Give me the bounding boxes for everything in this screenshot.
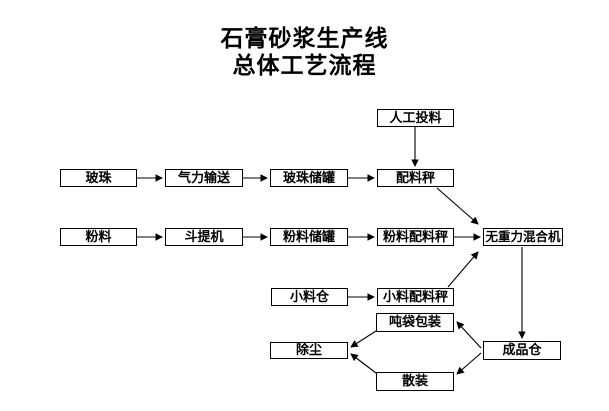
node-gravity-free-mixer: 无重力混合机 (483, 228, 563, 246)
edge-small-material-batching-scale-to-gravity-free-mixer (447, 251, 479, 288)
diagram-title-line2: 总体工艺流程 (232, 53, 377, 79)
edge-finished-product-silo-to-bulk-loading (456, 352, 482, 375)
node-ton-bag-packing: 吨袋包装 (376, 313, 454, 332)
node-glass-bead-silo: 玻珠储罐 (270, 169, 348, 187)
diagram-title-line1: 石膏砂浆生产线 (220, 26, 389, 52)
edge-ton-bag-packing-to-dust-collection (350, 330, 377, 348)
node-manual-feed: 人工投料 (377, 109, 454, 127)
edge-bulk-loading-to-dust-collection (350, 353, 377, 374)
node-small-material-batching-scale: 小料配料秤 (377, 288, 454, 306)
node-powder-batching-scale: 粉料配料秤 (377, 228, 454, 246)
edge-finished-product-silo-to-ton-bag-packing (456, 321, 482, 349)
node-finished-product-silo: 成品仓 (483, 341, 561, 360)
diagram-title: 石膏砂浆生产线 总体工艺流程 (0, 26, 609, 80)
node-bucket-elevator: 斗提机 (165, 228, 243, 246)
node-glass-beads: 玻珠 (60, 169, 137, 187)
node-batching-scale: 配料秤 (377, 169, 454, 187)
node-small-material-bin: 小料仓 (271, 288, 348, 306)
edge-batching-scale-to-gravity-free-mixer (436, 187, 479, 225)
node-powder-silo: 粉料储罐 (270, 228, 348, 246)
node-bulk-loading: 散装 (376, 372, 454, 391)
node-dust-collection: 除尘 (270, 342, 348, 359)
node-pneumatic-conveying: 气力输送 (165, 169, 243, 187)
node-powder: 粉料 (60, 228, 137, 246)
